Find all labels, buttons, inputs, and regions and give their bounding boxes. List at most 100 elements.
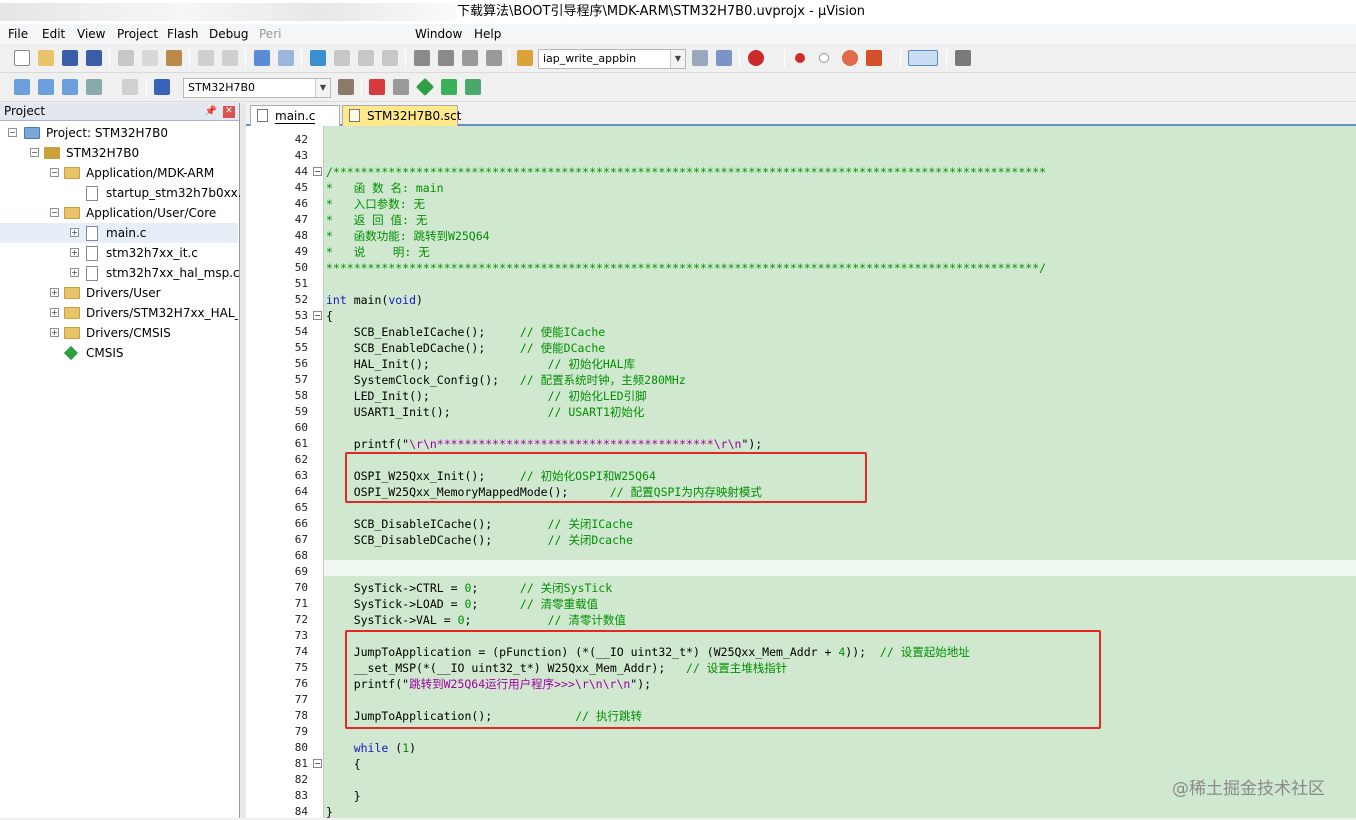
expand-icon[interactable]: + [70,248,79,257]
toolbar-separator [946,49,947,68]
copy-icon[interactable] [142,50,158,66]
select-packs-icon[interactable] [393,79,409,95]
translate-icon[interactable] [14,79,30,95]
menu-flash[interactable]: Flash [167,27,199,41]
expand-icon[interactable]: + [70,268,79,277]
new-file-icon[interactable] [14,50,30,66]
menu-debug[interactable]: Debug [209,27,249,41]
debug-zoom-icon[interactable] [748,50,764,66]
line-number: 68 [294,549,308,562]
line-number: 42 [294,133,308,146]
pin-icon[interactable]: 📌 [204,106,217,117]
collapse-icon[interactable]: − [30,148,39,157]
target-options-icon[interactable] [338,79,354,95]
code-line: * 返 回 值: 无 [326,213,428,227]
bookmark-icon[interactable] [310,50,326,66]
collapse-icon[interactable]: − [50,168,59,177]
tree-label: Drivers/CMSIS [86,326,171,340]
rebuild-icon[interactable] [62,79,78,95]
replace-icon[interactable] [716,50,732,66]
highlight-box-ospi-init [345,452,867,503]
collapse-icon[interactable]: − [8,128,17,137]
download-load-icon[interactable] [154,79,170,95]
tab-main-c[interactable]: main.c [250,105,340,126]
stop-build-icon[interactable] [122,79,138,95]
close-icon[interactable]: ✕ [223,106,235,118]
open-folder-icon[interactable] [38,50,54,66]
manage-rte-icon[interactable] [441,79,457,95]
cut-icon[interactable] [118,50,134,66]
line-number: 58 [294,389,308,402]
run-time-env-icon[interactable] [465,79,481,95]
line-number: 62 [294,453,308,466]
find-icon[interactable] [692,50,708,66]
expand-icon[interactable]: + [50,308,59,317]
menu-project[interactable]: Project [117,27,159,41]
menu-edit[interactable]: Edit [42,27,66,41]
pack-installer-icon[interactable] [415,77,435,97]
navigate-forward-icon[interactable] [278,50,294,66]
expand-icon[interactable]: + [50,288,59,297]
disable-breakpoint-icon[interactable] [819,53,829,63]
code-line: OSPI_W25Qxx_MemoryMappedMode(); // 配置QSP… [326,485,762,499]
line-number: 81 [294,757,308,770]
redo-icon[interactable] [222,50,238,66]
window-layout-icon[interactable] [908,50,938,66]
chevron-down-icon[interactable]: ▼ [315,79,330,97]
fold-toggle-icon[interactable]: − [313,759,322,768]
line-number: 83 [294,789,308,802]
toolbar-build: STM32H7B0 ▼ [0,73,1356,102]
toolbar-separator [301,49,302,68]
tree-label: startup_stm32h7b0xx.s [106,186,248,200]
save-all-icon[interactable] [86,50,102,66]
clear-breakpoints-icon[interactable] [842,50,858,66]
configure-wrench-icon[interactable] [955,50,971,66]
build-icon[interactable] [38,79,54,95]
clear-bookmarks-icon[interactable] [382,50,398,66]
fold-toggle-icon[interactable]: − [313,311,322,320]
undo-icon[interactable] [198,50,214,66]
expand-icon[interactable]: + [50,328,59,337]
prev-bookmark-icon[interactable] [334,50,350,66]
line-number: 55 [294,341,308,354]
comment-icon[interactable] [462,50,478,66]
code-line: * 入口参数: 无 [326,197,426,211]
menu-view[interactable]: View [77,27,106,41]
menu-window[interactable]: Window [415,27,463,41]
save-icon[interactable] [62,50,78,66]
expand-icon[interactable]: + [70,228,79,237]
tab-scatter-file[interactable]: STM32H7B0.sct [342,105,461,126]
indent-icon[interactable] [414,50,430,66]
uncomment-icon[interactable] [486,50,502,66]
kill-breakpoints-icon[interactable] [866,50,882,66]
breakpoint-icon[interactable] [795,53,805,63]
menu-file[interactable]: File [8,27,29,41]
manage-project-items-icon[interactable] [369,79,385,95]
menu-peripherals[interactable]: Peri [259,27,282,41]
collapse-icon[interactable]: − [50,208,59,217]
code-line: HAL_Init(); // 初始化HAL库 [326,357,636,371]
toolbar-separator [245,49,246,68]
target-combo[interactable]: STM32H7B0 ▼ [183,78,331,98]
function-combo[interactable]: iap_write_appbin ▼ [538,49,686,69]
batch-build-icon[interactable] [86,79,102,95]
chevron-down-icon[interactable]: ▼ [670,50,685,68]
menu-help[interactable]: Help [474,27,502,41]
navigate-back-icon[interactable] [254,50,270,66]
panel-splitter[interactable] [240,103,246,818]
code-line: while (1) [353,741,417,755]
paste-icon[interactable] [166,50,182,66]
fold-toggle-icon[interactable]: − [313,167,322,176]
blurred-title-prefix [0,3,456,21]
unindent-icon[interactable] [438,50,454,66]
toolbar-separator [361,78,362,97]
folder-icon [64,207,80,219]
code-line: * 函数功能: 跳转到W25Q64 [326,229,490,243]
find-in-files-icon[interactable] [517,50,533,66]
tree-file-selected[interactable]: + main.c [0,223,238,243]
code-line: __set_MSP(*(__IO uint32_t*) W25Qxx_Mem_A… [326,661,788,675]
title-bar: 下载算法\BOOT引导程序\MDK-ARM\STM32H7B0.uvprojx … [0,0,1356,24]
editor-tabs: main.c STM32H7B0.sct [246,103,1356,126]
next-bookmark-icon[interactable] [358,50,374,66]
